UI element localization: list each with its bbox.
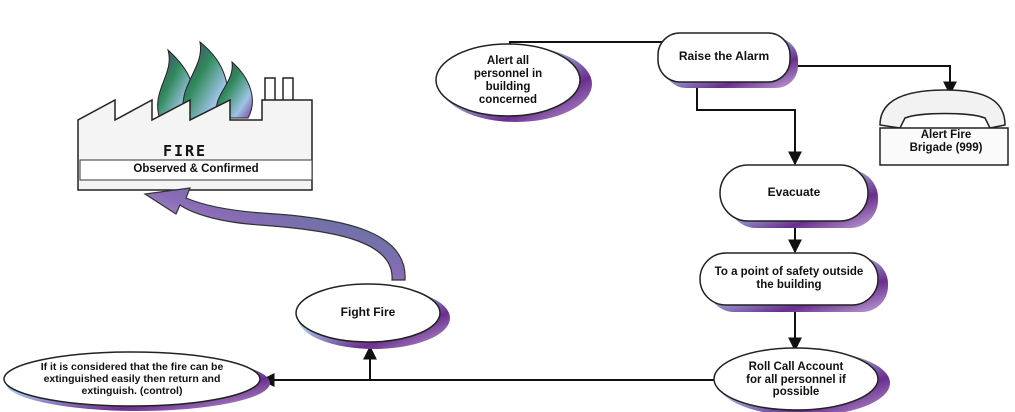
node-evacuate xyxy=(719,164,878,228)
node-raise-alarm xyxy=(657,32,798,88)
fire-word: FIRE xyxy=(162,142,208,160)
node-alert-brigade xyxy=(879,89,1009,166)
alert-brigade-label: Alert Fire Brigade (999) xyxy=(909,129,983,154)
node-point-of-safety xyxy=(699,252,888,312)
node-extinguish-note xyxy=(3,351,270,411)
return-arrow xyxy=(143,187,406,281)
node-fight-fire xyxy=(295,283,450,349)
node-alert-personnel xyxy=(435,43,592,122)
alert-personnel-label: Alert all personnel in building concerne… xyxy=(473,55,543,106)
extinguish-note-label: If it is considered that the fire can be… xyxy=(40,361,224,397)
connector-alarm-to-brigade xyxy=(790,65,957,96)
telephone-icon xyxy=(879,89,1006,129)
caption-box xyxy=(79,159,313,181)
node-roll-call xyxy=(713,347,890,412)
fire-factory-illustration xyxy=(77,40,313,191)
evacuate-label: Evacuate xyxy=(767,185,821,200)
fire-caption: Observed & Confirmed xyxy=(133,163,259,175)
connector-alarm-to-evacuate xyxy=(696,84,802,166)
point-of-safety-label: To a point of safety outside the buildin… xyxy=(714,266,864,291)
raise-alarm-label: Raise the Alarm xyxy=(678,49,770,64)
roll-call-label: Roll Call Account for all personnel if p… xyxy=(746,360,846,399)
fight-fire-label: Fight Fire xyxy=(340,305,396,320)
